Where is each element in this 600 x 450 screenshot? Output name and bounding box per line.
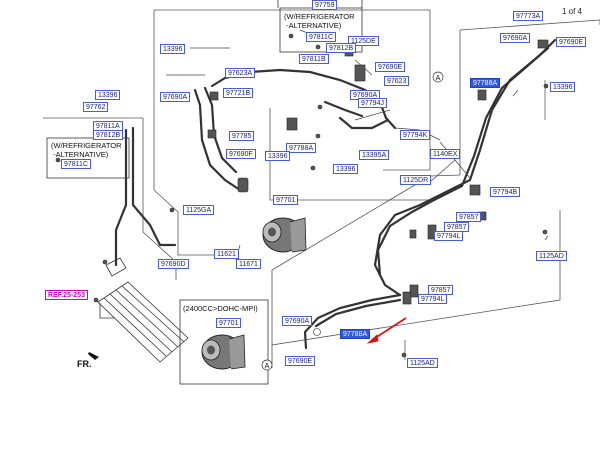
part-97773A[interactable]: 97773A (513, 11, 544, 21)
part-97788A-top-highlighted[interactable]: 97788A (470, 78, 501, 88)
part-97812B-left[interactable]: 97812B (93, 130, 124, 140)
callout-a-upper: A (436, 75, 441, 82)
part-97794L-b[interactable]: 97794L (418, 294, 448, 304)
part-97690F[interactable]: 97690F (226, 149, 256, 159)
condenser (97, 257, 189, 363)
part-97785[interactable]: 97785 (229, 131, 255, 141)
part-97762[interactable]: 97762 (83, 102, 109, 112)
part-1125GA[interactable]: 1125GA (183, 205, 215, 215)
part-97794K[interactable]: 97794K (400, 130, 431, 140)
page-indicator: 1 of 4 (561, 7, 582, 16)
part-97690A-bottom[interactable]: 97690A (282, 316, 313, 326)
part-11671[interactable]: 11671 (236, 259, 261, 269)
callout-circles (261, 71, 444, 371)
compressor-lower (201, 334, 246, 370)
part-97857-a[interactable]: 97857 (456, 212, 482, 222)
reference-25-253-link[interactable]: REF.25-253 (45, 290, 88, 300)
part-97759[interactable]: 97759 (312, 0, 338, 10)
part-97811B[interactable]: 97811B (299, 54, 329, 64)
part-97788A-bottom-highlighted[interactable]: 97788A (340, 329, 371, 339)
compressor-upper (262, 217, 307, 253)
part-97623A[interactable]: 97623A (225, 68, 256, 78)
part-97690E-bottom[interactable]: 97690E (285, 356, 316, 366)
part-97794L-a[interactable]: 97794L (434, 231, 464, 241)
top-refrigerator-note: (W/REFRIGERATOR -ALTERNATIVE) (284, 12, 355, 30)
part-97690E-top[interactable]: 97690E (375, 62, 406, 72)
part-97690E-right[interactable]: 97690E (556, 37, 587, 47)
part-97812B-top[interactable]: 97812B (326, 43, 357, 53)
forward-direction-arrow-icon (88, 352, 99, 360)
part-1140EX[interactable]: 1140EX (430, 149, 461, 159)
part-97788A-mid[interactable]: 97788A (286, 143, 317, 153)
part-13396-c[interactable]: 13396 (265, 151, 291, 161)
part-97690A-right[interactable]: 97690A (500, 33, 531, 43)
part-1125DR[interactable]: 1125DR (400, 175, 432, 185)
part-13396-d[interactable]: 13396 (333, 164, 359, 174)
callout-a-lower: A (265, 363, 270, 370)
part-97811C-top[interactable]: 97811C (306, 32, 337, 42)
red-pointer-arrow-icon (366, 317, 407, 344)
part-97701-bottom[interactable]: 97701 (216, 318, 242, 328)
refrigerant-hoses (114, 38, 557, 350)
part-13396-a[interactable]: 13396 (160, 44, 186, 54)
part-97701-top[interactable]: 97701 (273, 195, 299, 205)
engine-variant-note: (2400CC>DOHC-MPI) (183, 304, 258, 313)
part-97794J[interactable]: 97794J (358, 98, 387, 108)
part-97794B[interactable]: 97794B (490, 187, 521, 197)
part-1125DE[interactable]: 1125DE (348, 36, 379, 46)
part-1125AD-a[interactable]: 1125AD (536, 251, 567, 261)
part-97623[interactable]: 97623 (384, 76, 410, 86)
part-13396-right[interactable]: 13396 (550, 82, 576, 92)
part-13395A[interactable]: 13395A (359, 150, 390, 160)
front-direction-label: FR. (77, 359, 92, 369)
part-97721B[interactable]: 97721B (223, 88, 254, 98)
part-13396-b[interactable]: 13396 (95, 90, 121, 100)
fittings (55, 33, 549, 358)
left-refrigerator-note: (W/REFRIGERATOR -ALTERNATIVE) (51, 141, 122, 159)
part-97690D[interactable]: 97690D (158, 259, 189, 269)
part-97811C-left[interactable]: 97811C (61, 159, 92, 169)
part-97690A-mid[interactable]: 97690A (160, 92, 191, 102)
part-1125AD-b[interactable]: 1125AD (407, 358, 438, 368)
part-11621[interactable]: 11621 (214, 249, 239, 259)
